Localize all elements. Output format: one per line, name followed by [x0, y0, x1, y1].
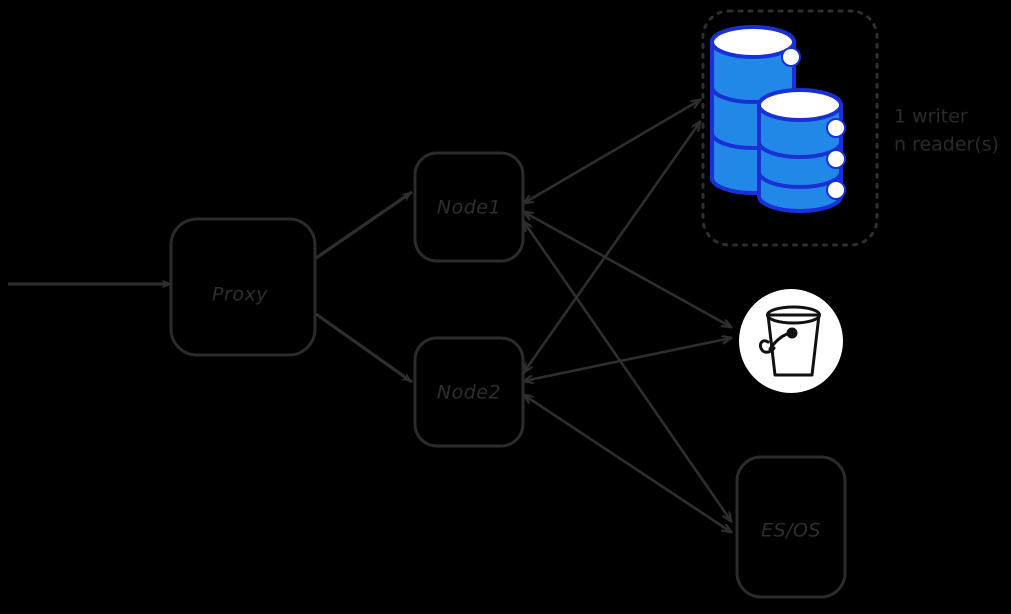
edge-proxy-node2 — [315, 312, 413, 384]
edge-node1-database — [524, 100, 700, 203]
edge-node2-esos — [524, 395, 731, 532]
proxy-label: Proxy — [212, 284, 268, 306]
database-group-border — [701, 9, 879, 247]
node2-label: Node2 — [437, 382, 501, 404]
node1-node[interactable]: Node1 — [413, 151, 525, 263]
node1-label: Node1 — [437, 197, 501, 219]
esos-node[interactable]: ES/OS — [735, 455, 847, 599]
node1-box — [413, 151, 525, 263]
storage-bucket-icon[interactable] — [739, 289, 843, 393]
edge-node1-esos — [524, 222, 731, 521]
proxy-node[interactable]: Proxy — [169, 217, 317, 357]
edge-proxy-node1 — [315, 190, 413, 260]
database-group[interactable] — [701, 9, 879, 247]
node2-box — [413, 336, 525, 448]
edge-node2-bucket — [524, 338, 731, 381]
edge-node1-bucket — [524, 212, 731, 327]
node2-node[interactable]: Node2 — [413, 336, 525, 448]
esos-label: ES/OS — [761, 520, 821, 542]
database-note-line2: n reader(s) — [894, 134, 999, 156]
edge-node2-database — [524, 122, 700, 372]
database-note: 1 writer n reader(s) — [894, 106, 999, 156]
database-cylinders-icon — [710, 25, 846, 213]
bucket-glyph — [758, 305, 821, 377]
proxy-box — [169, 217, 317, 357]
database-note-line1: 1 writer — [894, 106, 968, 128]
esos-box — [735, 455, 847, 599]
bucket-circle-background — [739, 289, 843, 393]
